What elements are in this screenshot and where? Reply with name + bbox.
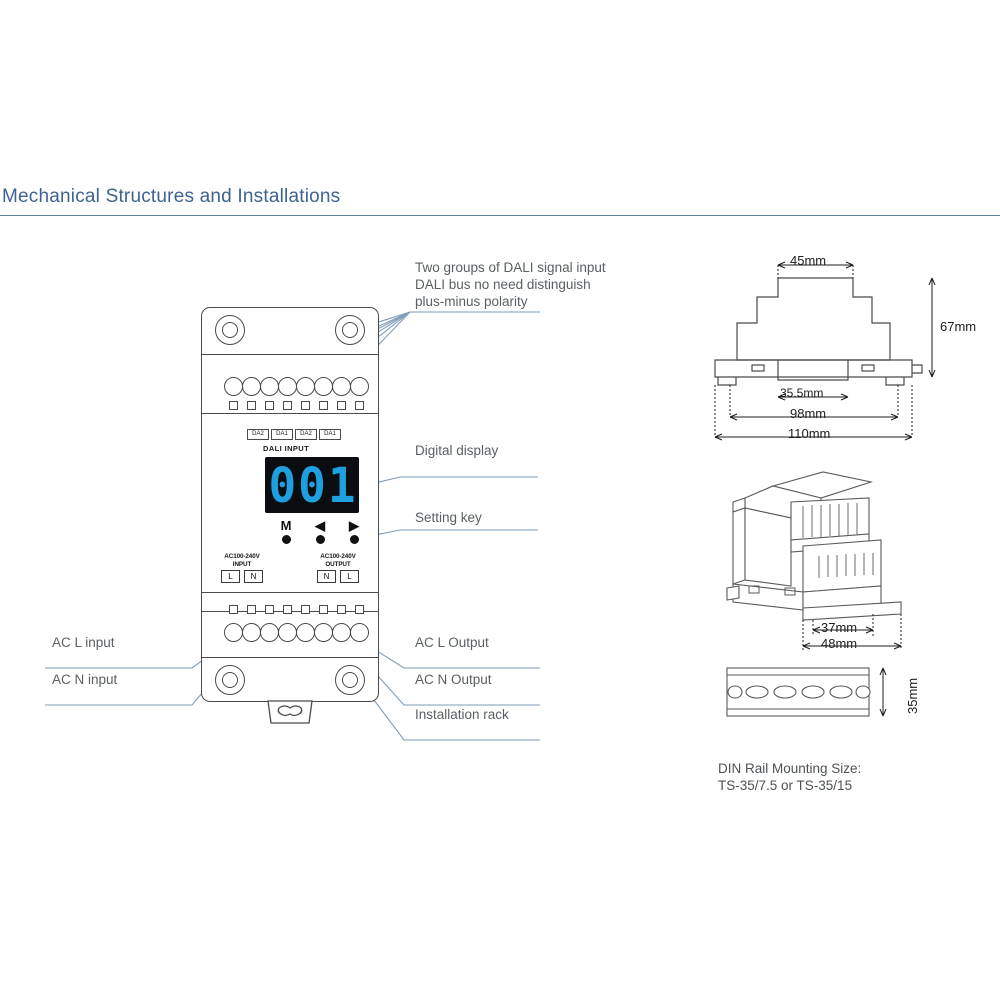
annotation-dali-input-line3: plus-minus polarity (415, 294, 528, 309)
dimension-front-height: 67mm (940, 319, 977, 334)
ac-input-label: INPUT (232, 560, 252, 568)
next-key[interactable]: ▶ (343, 519, 365, 544)
annotation-ac-n-input: AC N input (52, 672, 118, 687)
din-rail-vectors (726, 667, 887, 717)
annotation-ac-n-output: AC N Output (415, 672, 492, 687)
dimension-side-depth-outer: 48mm (821, 636, 858, 651)
ac-output-pad-l: L (340, 570, 359, 583)
mount-ring-inner-bottom-left (222, 672, 238, 688)
bottom-screw (247, 605, 256, 614)
header-divider (0, 215, 1000, 216)
bottom-screw (319, 605, 328, 614)
annotation-digital-display: Digital display (415, 443, 499, 458)
next-key-label: ▶ (349, 518, 359, 533)
front-dimension-vectors (714, 261, 936, 441)
top-terminal (350, 377, 369, 396)
display-value: 001 (268, 456, 358, 514)
bottom-terminal (350, 623, 369, 642)
dali-pad-da2-a: DA2 (247, 429, 269, 440)
dimension-front-total-width: 110mm (788, 426, 831, 441)
ac-output-label: OUTPUT (325, 560, 351, 568)
front-dimension-drawing: 45mm 67mm 35.5mm 98mm 110mm (690, 245, 990, 450)
annotation-dali-input-line2: DALI bus no need distinguish (415, 277, 591, 292)
mode-key-label: M (280, 518, 292, 533)
din-rail-caption-line1: DIN Rail Mounting Size: (718, 761, 862, 776)
dali-pad-da1-a: DA1 (271, 429, 293, 440)
bottom-screw (301, 605, 310, 614)
ac-output-block: AC100-240V OUTPUT N L (307, 553, 369, 583)
ac-input-pad-n: N (244, 570, 263, 583)
top-screw (229, 401, 238, 410)
dali-pad-da2-b: DA2 (295, 429, 317, 440)
top-screw (319, 401, 328, 410)
ac-output-pad-n: N (317, 570, 336, 583)
ac-output-voltage: AC100-240V (320, 553, 356, 560)
side-view-vectors (726, 471, 902, 650)
din-rail-drawing: 35mm DIN Rail Mounting Size: TS-35/7.5 o… (715, 662, 950, 802)
previous-key-dot (315, 535, 325, 544)
dimension-front-mid-width: 98mm (790, 406, 827, 421)
previous-key-label: ◀ (315, 518, 325, 533)
annotation-setting-key: Setting key (415, 510, 482, 525)
top-screw (283, 401, 292, 410)
bottom-screw (283, 605, 292, 614)
top-screw (355, 401, 364, 410)
digital-display: 001 (265, 457, 359, 513)
bottom-screw (229, 605, 238, 614)
side-perspective-drawing: 37mm 48mm (725, 468, 990, 658)
dimension-front-width-top: 45mm (790, 253, 827, 268)
top-screw (247, 401, 256, 410)
dimension-rail-height: 35mm (905, 677, 920, 714)
din-rail-caption-line2: TS-35/7.5 or TS-35/15 (718, 778, 853, 793)
ac-input-block: AC100-240V INPUT L N (211, 553, 273, 583)
dali-pad-da1-b: DA1 (319, 429, 341, 440)
mode-key[interactable]: M (275, 519, 297, 544)
mode-key-dot (281, 535, 291, 544)
annotation-installation-rack: Installation rack (415, 707, 509, 722)
top-screw (265, 401, 274, 410)
ac-input-voltage: AC100-240V (224, 553, 260, 560)
annotation-dali-input-line1: Two groups of DALI signal input (415, 260, 606, 275)
top-screw (301, 401, 310, 410)
previous-key[interactable]: ◀ (309, 519, 331, 544)
ac-input-pad-l: L (221, 570, 240, 583)
annotation-ac-l-input: AC L input (52, 635, 115, 650)
din-rail-caption: DIN Rail Mounting Size: TS-35/7.5 or TS-… (718, 760, 861, 794)
bottom-screw (337, 605, 346, 614)
page-title: Mechanical Structures and Installations (2, 186, 341, 207)
din-rail-clip (267, 700, 313, 724)
dimension-side-depth-inner: 37mm (821, 620, 858, 635)
bottom-screw (265, 605, 274, 614)
mount-ring-inner-bottom-right (342, 672, 358, 688)
dimension-front-inner-width: 35.5mm (780, 386, 824, 400)
bottom-screw (355, 605, 364, 614)
top-screw (337, 401, 346, 410)
mount-ring-inner-top-left (222, 322, 238, 338)
next-key-dot (349, 535, 359, 544)
mount-ring-inner-top-right (342, 322, 358, 338)
dali-input-label: DALI INPUT (263, 444, 310, 453)
annotation-ac-l-output: AC L Output (415, 635, 489, 650)
device-front-view: DA2 DA1 DA2 DA1 DALI INPUT 001 M ◀ ▶ AC1… (197, 307, 383, 724)
